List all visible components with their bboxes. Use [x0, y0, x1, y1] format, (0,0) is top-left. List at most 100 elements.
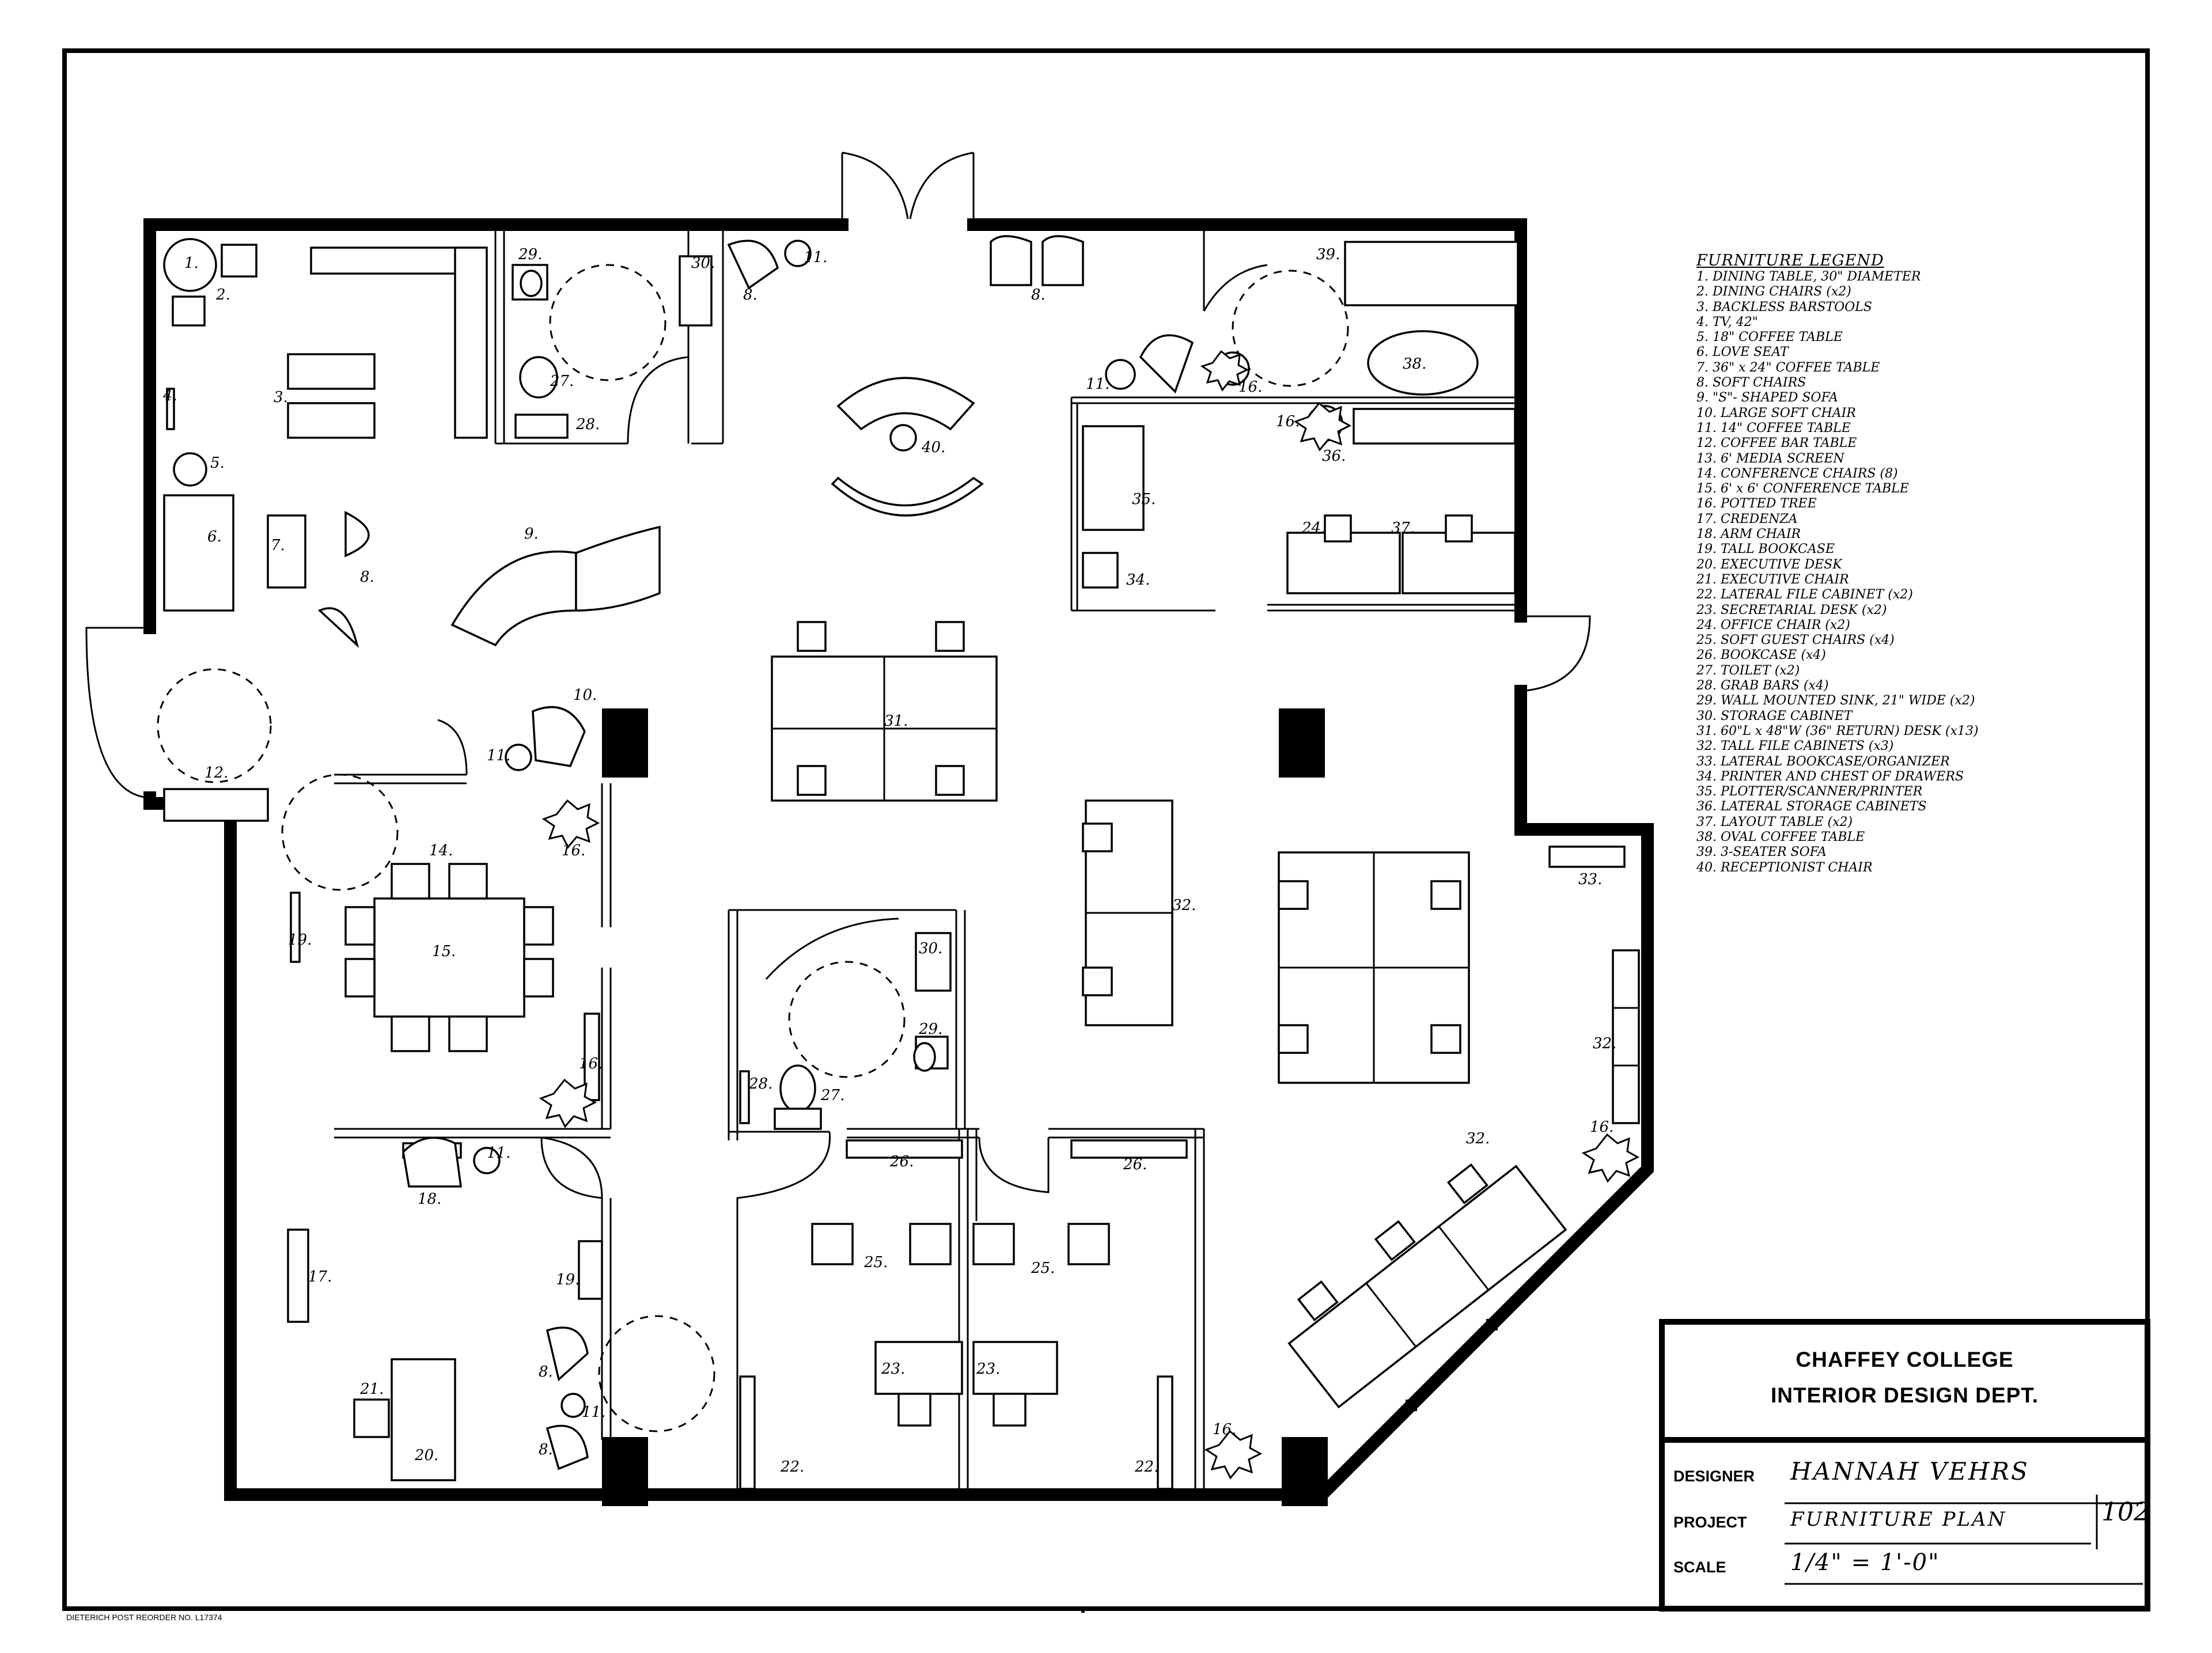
label-8: 8.: [539, 1363, 553, 1381]
legend-item: 28. GRAB BARS (x4): [1696, 678, 1829, 693]
label-16: 16.: [1238, 378, 1262, 396]
title-line-1: CHAFFEY COLLEGE: [1796, 1348, 2014, 1371]
legend-item: 25. SOFT GUEST CHAIRS (x4): [1696, 633, 1895, 648]
label-14: 14.: [429, 842, 453, 859]
label-25: 25.: [863, 1254, 888, 1271]
label-32: 32.: [1466, 1130, 1490, 1147]
label-32: 32.: [1172, 897, 1196, 914]
label-28: 28.: [748, 1075, 772, 1093]
label-10: 10.: [573, 687, 597, 704]
label-27: 27.: [550, 373, 574, 390]
legend-item: 9. "S"- SHAPED SOFA: [1696, 390, 1838, 405]
label-6: 6.: [207, 528, 222, 545]
label-15: 15.: [432, 943, 456, 960]
legend-item: 40. RECEPTIONIST CHAIR: [1696, 860, 1873, 875]
east-door: [1520, 615, 1591, 692]
reception-desk: [831, 377, 984, 517]
legend-item: 12. COFFEE BAR TABLE: [1696, 436, 1857, 451]
label-11: 11.: [582, 1404, 605, 1421]
kitchen-furniture: [163, 238, 661, 822]
label-22: 22.: [1134, 1458, 1158, 1476]
label-29: 29.: [518, 246, 542, 263]
label-11: 11.: [804, 249, 827, 266]
legend-item: 20. EXECUTIVE DESK: [1696, 557, 1842, 572]
legend-item: 15. 6' x 6' CONFERENCE TABLE: [1696, 482, 1909, 496]
legend-item: 35. PLOTTER/SCANNER/PRINTER: [1696, 784, 1923, 799]
legend-item: 17. CREDENZA: [1696, 511, 1798, 526]
label-31: 31.: [884, 712, 908, 730]
legend-item: 14. CONFERENCE CHAIRS (8): [1696, 466, 1898, 481]
label-16: 16.: [1276, 413, 1300, 430]
legend-item: 36. LATERAL STORAGE CABINETS: [1696, 799, 1927, 814]
label-8: 8.: [1031, 286, 1046, 304]
label-8: 8.: [539, 1441, 553, 1458]
restroom-2-fixtures: [739, 932, 952, 1130]
restroom-1-fixtures: [512, 255, 713, 439]
window-mullions: [397, 1319, 1498, 1500]
label-22: 22.: [780, 1458, 804, 1476]
label-25: 25.: [1031, 1260, 1055, 1277]
legend-item: 26. BOOKCASE (x4): [1696, 648, 1826, 663]
column: [602, 1437, 648, 1506]
label-37: 37.: [1391, 520, 1415, 537]
secretary-offices: [739, 1139, 1188, 1490]
executive-office: [287, 1136, 603, 1481]
office-furniture: [1082, 405, 1516, 594]
label-1: 1.: [184, 255, 199, 272]
reorder-note: DIETERICH POST REORDER NO. L17374: [66, 1613, 222, 1622]
conference-room: [290, 863, 600, 1101]
sheet-number: 102: [2101, 1497, 2150, 1527]
project-label: PROJECT: [1673, 1514, 1747, 1531]
legend-title: FURNITURE LEGEND: [1696, 252, 1884, 270]
label-28: 28.: [575, 416, 600, 433]
project-value: FURNITURE PLAN: [1790, 1508, 2007, 1531]
label-40: 40.: [921, 439, 945, 456]
legend-item: 32. TALL FILE CABINETS (x3): [1696, 739, 1894, 754]
label-7: 7.: [271, 537, 285, 554]
label-16: 16.: [1213, 1421, 1236, 1438]
legend-item: 37. LAYOUT TABLE (x2): [1696, 814, 1853, 829]
label-9: 9.: [524, 525, 539, 543]
label-19: 19.: [288, 931, 312, 949]
label-5: 5.: [210, 454, 225, 472]
label-8: 8.: [743, 286, 757, 304]
legend-item: 18. ARM CHAIR: [1696, 527, 1801, 542]
designer-label: DESIGNER: [1673, 1468, 1755, 1485]
label-11: 11.: [487, 747, 510, 764]
legend-item: 33. LATERAL BOOKCASE/ORGANIZER: [1696, 754, 1950, 769]
title-line-2: INTERIOR DESIGN DEPT.: [1770, 1383, 2039, 1407]
legend-item: 34. PRINTER AND CHEST OF DRAWERS: [1696, 769, 1964, 784]
label-12: 12.: [204, 764, 228, 782]
large-soft-chair: [532, 706, 586, 767]
lounge-furniture: [1105, 241, 1519, 396]
label-17: 17.: [308, 1268, 332, 1286]
label-11: 11.: [1086, 376, 1109, 393]
label-35: 35.: [1132, 491, 1156, 508]
label-30: 30.: [691, 255, 715, 272]
label-38: 38.: [1403, 355, 1426, 373]
workstation-cluster: [771, 621, 1640, 1124]
label-16: 16.: [579, 1055, 603, 1072]
label-19: 19.: [556, 1271, 579, 1288]
legend-item: 6. LOVE SEAT: [1696, 345, 1789, 360]
legend-item: 31. 60"L x 48"W (36" RETURN) DESK (x13): [1696, 723, 1979, 738]
entry-soft-chairs: [727, 235, 1084, 290]
label-18: 18.: [418, 1191, 441, 1208]
label-27: 27.: [820, 1087, 844, 1104]
scale-label: SCALE: [1673, 1559, 1726, 1576]
legend-item: 16. POTTED TREE: [1696, 496, 1817, 511]
label-29: 29.: [918, 1021, 942, 1038]
legend-item: 10. LARGE SOFT CHAIR: [1696, 405, 1856, 420]
legend-item: 23. SECRETARIAL DESK (x2): [1696, 602, 1887, 617]
label-33: 33.: [1578, 871, 1602, 888]
furniture-legend: FURNITURE LEGEND 1. DINING TABLE, 30" DI…: [1696, 252, 2134, 875]
legend-item: 27. TOILET (x2): [1696, 663, 1800, 678]
legend-item: 3. BACKLESS BARSTOOLS: [1696, 299, 1872, 314]
west-door: [85, 627, 150, 799]
label-11: 11.: [487, 1144, 510, 1162]
column: [1282, 1437, 1328, 1506]
title-block-frame: [1659, 1319, 2150, 1612]
designer-value: HANNAH VEHRS: [1790, 1457, 2029, 1485]
